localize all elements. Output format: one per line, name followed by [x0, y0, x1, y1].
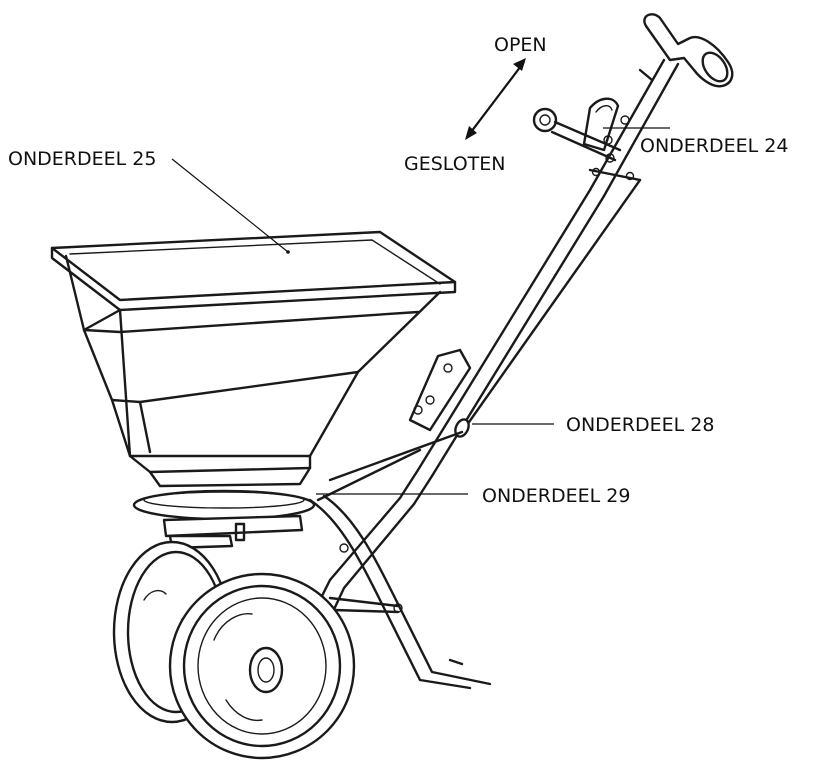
- frame: [298, 178, 642, 690]
- callout-lines: [171, 127, 670, 495]
- callout-25-label: ONDERDEEL 25: [8, 148, 156, 170]
- callout-29-label: ONDERDEEL 29: [482, 485, 630, 507]
- handle: [532, 13, 734, 198]
- open-label: OPEN: [494, 34, 547, 56]
- closed-label: GESLOTEN: [404, 153, 505, 175]
- callout-24-label: ONDERDEEL 24: [640, 135, 788, 157]
- wheels: [112, 540, 356, 760]
- callout-28-label: ONDERDEEL 28: [566, 414, 714, 436]
- open-close-arrow: [465, 58, 526, 140]
- hopper: [50, 230, 457, 488]
- spinner: [132, 489, 316, 550]
